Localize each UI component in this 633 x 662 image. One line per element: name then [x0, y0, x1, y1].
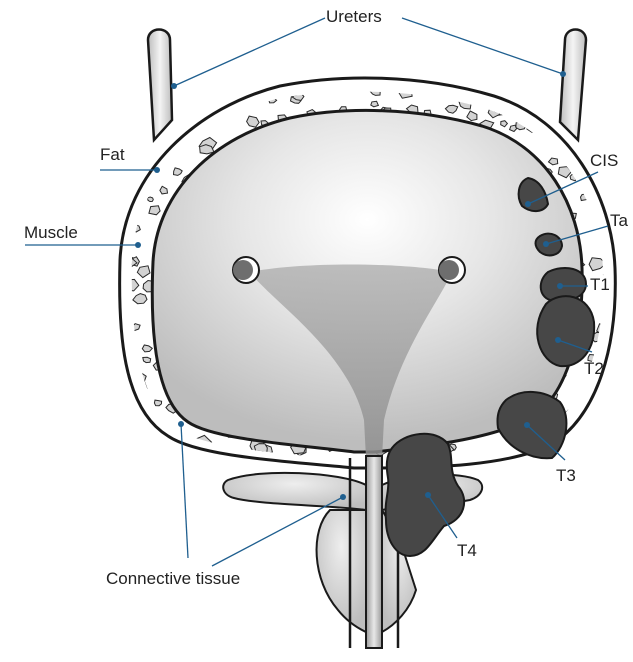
fat-cell	[472, 77, 481, 85]
fat-cell	[154, 400, 161, 406]
fat-cell	[248, 72, 257, 78]
fat-cell	[124, 93, 138, 103]
fat-cell	[128, 123, 140, 133]
fat-cell	[511, 465, 524, 475]
fat-cell	[221, 463, 231, 470]
ureter-left	[148, 30, 172, 141]
leader-line-ureter-right	[402, 18, 563, 74]
fat-cell	[118, 207, 128, 214]
fat-cell	[516, 458, 528, 469]
fat-cell	[117, 185, 134, 199]
fat-cell	[116, 369, 127, 378]
label-t4: T4	[457, 542, 477, 559]
fat-cell	[115, 122, 125, 130]
fat-cell	[124, 74, 132, 79]
fat-cell	[124, 140, 138, 150]
fat-cell	[131, 98, 146, 108]
fat-cell	[143, 357, 151, 362]
fat-cell	[575, 440, 587, 451]
fat-cell	[198, 461, 209, 468]
fat-cell	[242, 76, 257, 88]
label-fat: Fat	[100, 146, 125, 163]
fat-cell	[211, 465, 219, 472]
fat-cell	[594, 436, 609, 446]
fat-cell	[129, 127, 141, 136]
label-muscle: Muscle	[24, 224, 78, 241]
fat-cell	[609, 203, 618, 211]
fat-cell	[154, 437, 163, 444]
fat-cell	[142, 152, 152, 160]
fat-cell	[129, 423, 136, 429]
fat-cell	[116, 419, 126, 427]
fat-cell	[580, 116, 598, 128]
fat-cell	[237, 71, 251, 84]
fat-cell	[147, 197, 153, 202]
fat-cell	[213, 73, 228, 86]
fat-cell	[122, 173, 131, 181]
fat-cell	[530, 463, 547, 474]
fat-cell	[609, 349, 621, 359]
fat-cell	[600, 97, 610, 104]
leader-line-ureter-left	[174, 18, 325, 86]
label-connective-tissue: Connective tissue	[106, 570, 240, 587]
fat-cell	[527, 88, 536, 95]
ureteric-orifice-right	[439, 257, 465, 283]
ureter-right	[560, 30, 586, 141]
label-t2: T2	[584, 360, 604, 377]
fat-cell	[202, 466, 209, 471]
tumor-t2	[537, 296, 594, 366]
fat-cell	[205, 72, 211, 78]
fat-cell	[182, 111, 191, 120]
label-ureters: Ureters	[326, 8, 382, 25]
label-cis: CIS	[590, 152, 618, 169]
ureteric-orifice-left	[233, 257, 259, 283]
label-ta: Ta	[610, 212, 628, 229]
label-t1: T1	[590, 276, 610, 293]
fat-cell	[586, 428, 597, 436]
fat-cell	[113, 194, 126, 206]
fat-cell	[199, 87, 214, 102]
label-t3: T3	[556, 467, 576, 484]
fat-cell	[573, 449, 584, 459]
fat-cell	[601, 139, 613, 149]
fat-cell	[371, 101, 379, 107]
fat-cell	[127, 177, 139, 187]
fat-cell	[133, 440, 144, 448]
fat-cell	[250, 459, 257, 467]
fat-cell	[131, 90, 147, 103]
